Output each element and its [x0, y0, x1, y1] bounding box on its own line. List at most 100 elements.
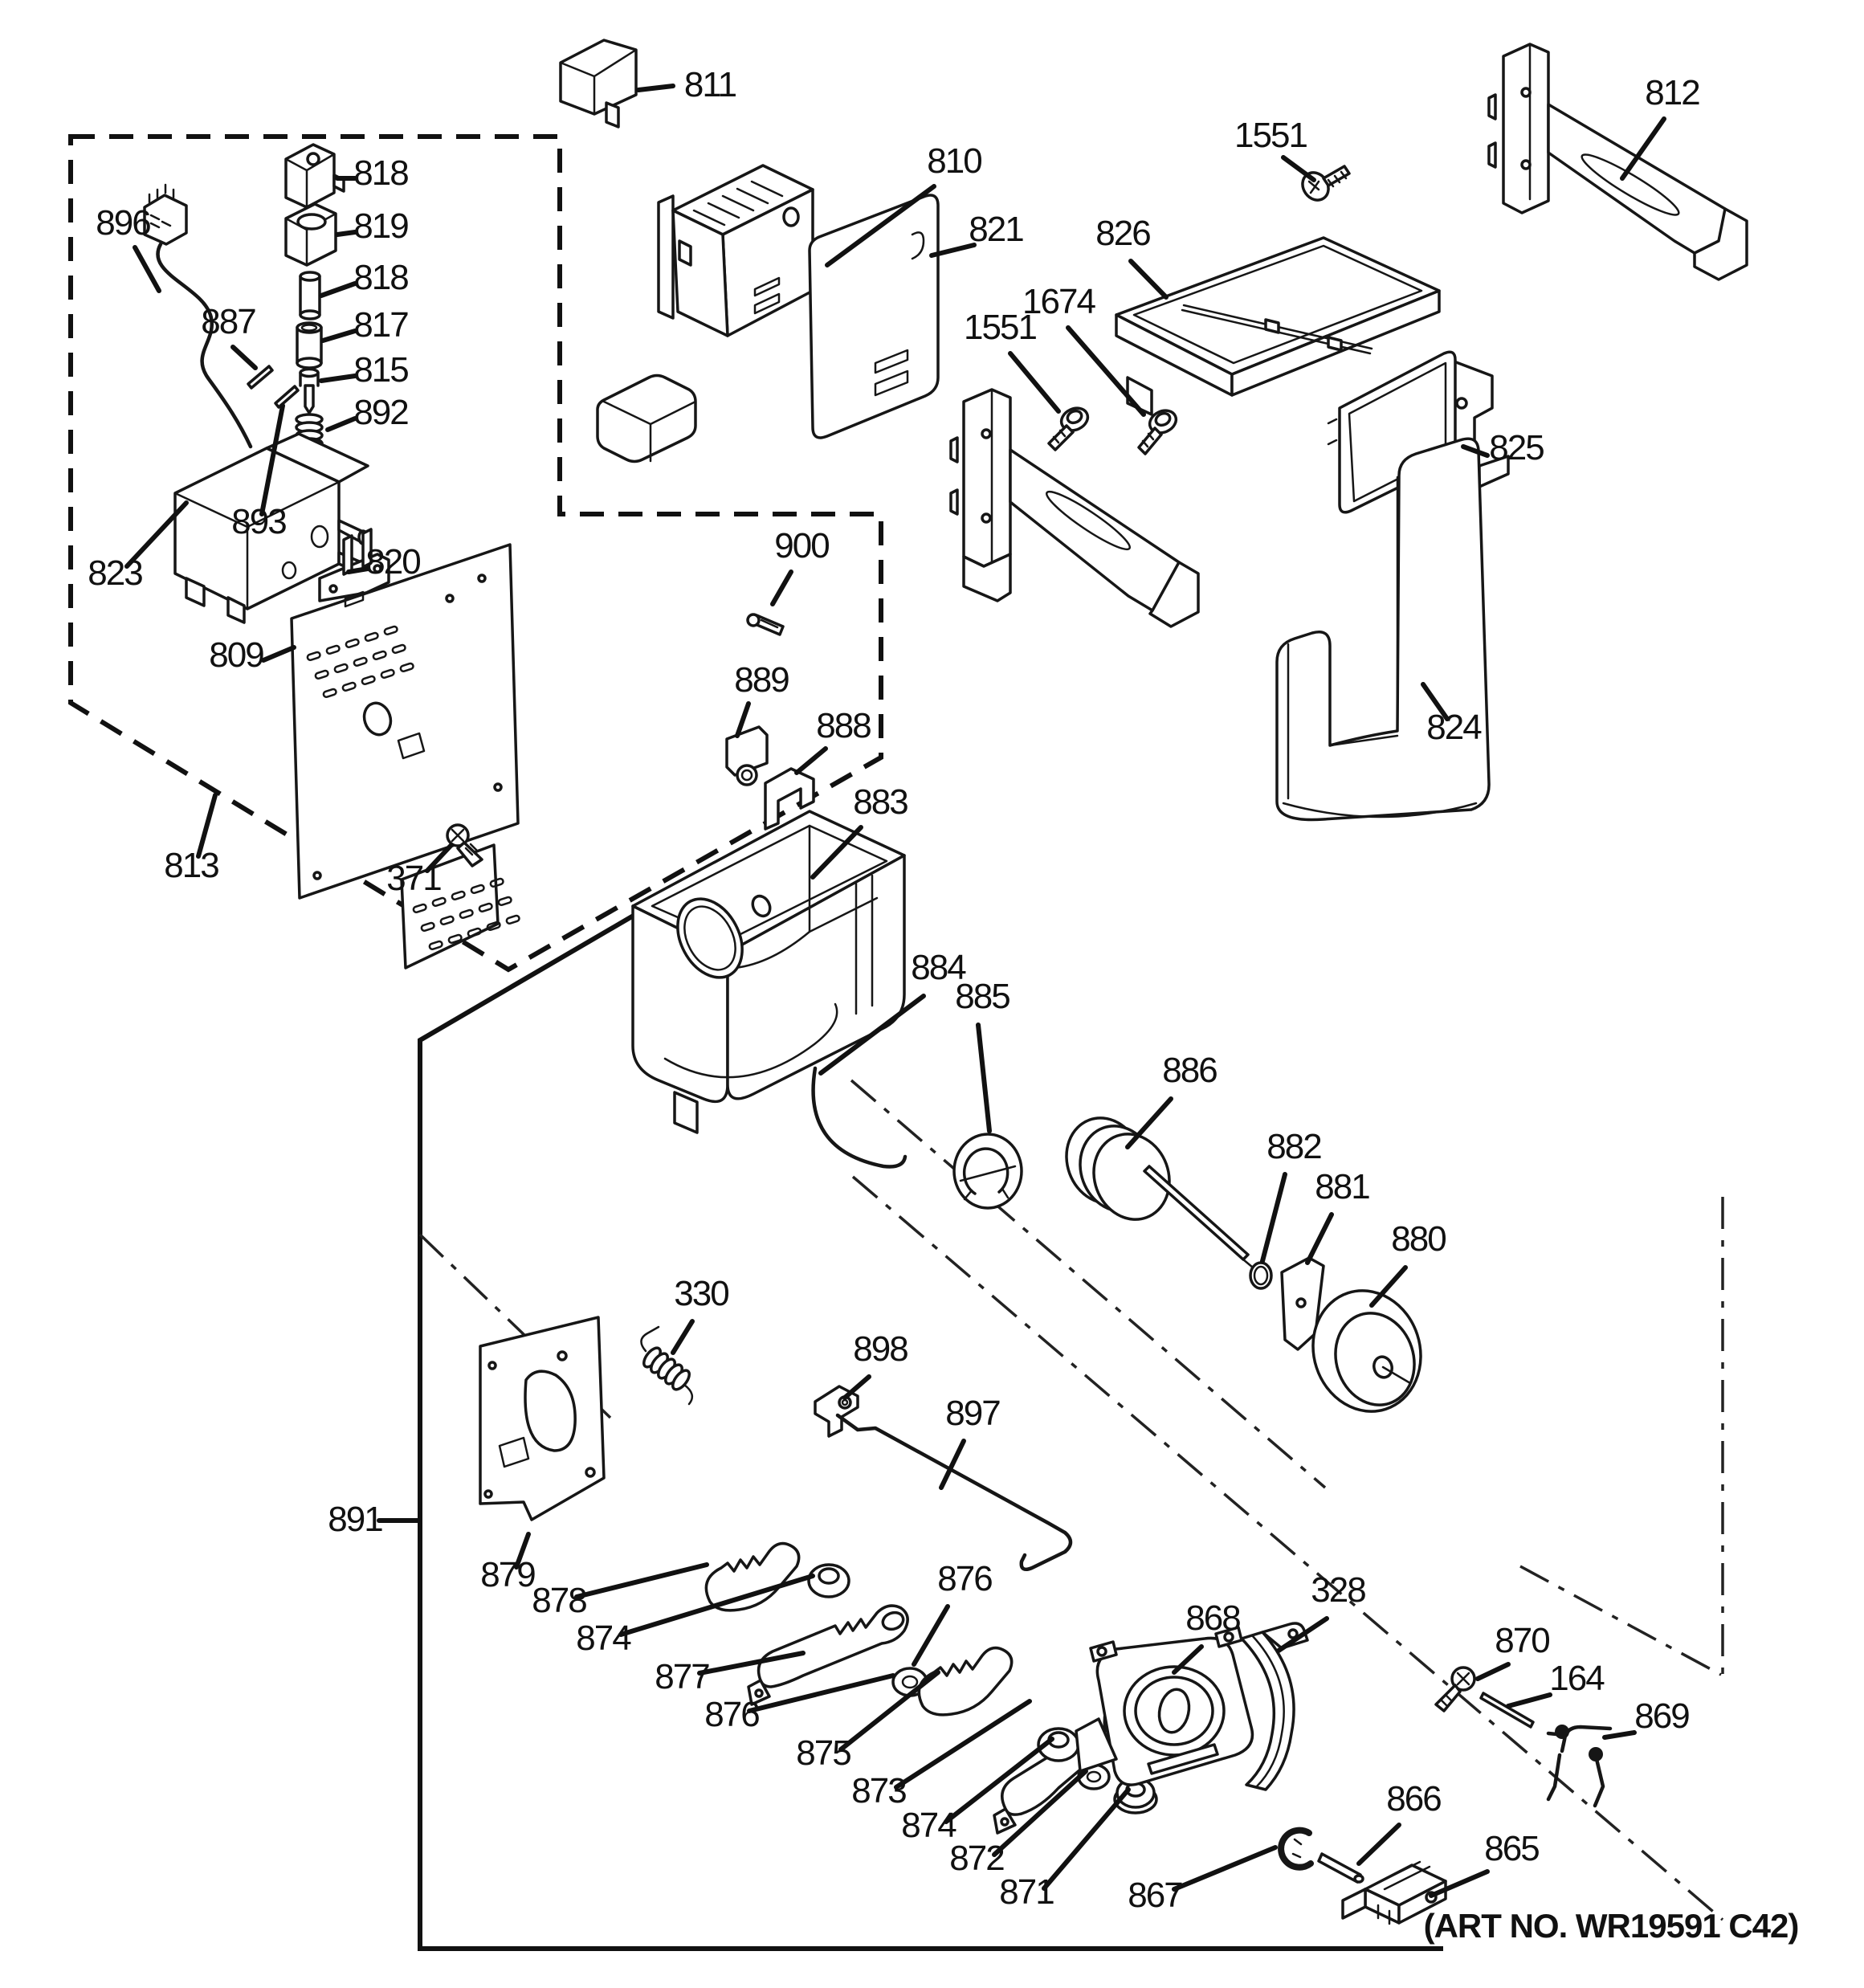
callout-869: 869	[1634, 1696, 1689, 1736]
part-811-bracket	[559, 39, 638, 129]
leader-line-876	[747, 1673, 895, 1713]
part-827-block	[596, 374, 697, 463]
part-818-sleeve	[299, 271, 321, 320]
leader-line-821	[929, 243, 977, 258]
callout-815: 815	[353, 350, 408, 390]
callout-884: 884	[911, 948, 966, 987]
part-1551-screw-mid	[1047, 406, 1090, 451]
leader-line-866	[1356, 1823, 1401, 1866]
axis-line-2	[851, 1175, 1724, 1921]
part-877-lever	[747, 1604, 909, 1706]
callout-888: 888	[816, 706, 871, 745]
callout-328: 328	[1311, 1570, 1365, 1610]
callout-823: 823	[88, 553, 142, 593]
part-885-ring	[952, 1133, 1023, 1210]
callout-875: 875	[796, 1733, 850, 1773]
leader-line-813	[196, 793, 218, 859]
perforation-slot	[314, 669, 329, 680]
part-868-housing	[1075, 1626, 1254, 1786]
callout-874: 874	[901, 1806, 956, 1845]
construction-lines	[68, 134, 1724, 1951]
callout-889: 889	[734, 660, 789, 700]
callout-870: 870	[1495, 1621, 1549, 1660]
leader-line-869	[1602, 1730, 1637, 1740]
leader-line-882	[1260, 1172, 1287, 1263]
callout-868: 868	[1185, 1598, 1240, 1638]
part-817-cylinder	[296, 321, 323, 369]
perforation-slot	[467, 927, 482, 937]
callout-897: 897	[945, 1394, 1000, 1433]
leader-line-888	[794, 746, 828, 775]
callout-824: 824	[1426, 708, 1482, 747]
leader-line-871	[1042, 1787, 1131, 1891]
perforation-slot	[439, 915, 455, 925]
part-882-oring	[1249, 1261, 1273, 1290]
leader-line-868	[1172, 1644, 1204, 1675]
leader-line-867	[1172, 1845, 1278, 1892]
callout-876: 876	[937, 1559, 992, 1598]
callout-873: 873	[851, 1771, 906, 1810]
leader-line-886	[1125, 1096, 1173, 1149]
leader-line-887	[230, 345, 258, 370]
callout-877: 877	[655, 1657, 709, 1696]
part-826-tray	[1115, 236, 1510, 488]
perforation-slot	[489, 877, 504, 888]
callout-818: 818	[353, 153, 408, 193]
perforation-slot	[505, 914, 520, 925]
leader-line-1551	[1281, 155, 1316, 182]
part-865-bracket	[1341, 1860, 1447, 1925]
leader-line-811	[636, 84, 675, 92]
part-809-plate	[290, 543, 520, 970]
leader-line-371	[425, 843, 454, 873]
solid-box-891	[418, 833, 1443, 1951]
callout-887: 887	[201, 302, 255, 341]
perforation-slot	[428, 940, 443, 950]
leader-line-892	[325, 416, 357, 432]
leader-line-883	[810, 825, 863, 880]
part-824-cover	[1275, 437, 1491, 822]
callout-813: 813	[164, 846, 218, 885]
leader-line-825	[1461, 444, 1490, 458]
perforation-slot	[447, 933, 463, 944]
part-883-bucket	[631, 810, 906, 1134]
callout-892: 892	[353, 393, 408, 432]
part-867-eclip	[1278, 1827, 1314, 1871]
leader-line-330	[671, 1319, 695, 1355]
leader-line-1551	[1008, 351, 1061, 414]
leader-line-900	[770, 569, 793, 606]
leader-line-870	[1475, 1662, 1511, 1681]
part-897-rod	[835, 1413, 1073, 1571]
leader-line-818	[319, 281, 357, 298]
axis-line-4	[1519, 1565, 1722, 1676]
perforation-slot	[391, 643, 406, 654]
callout-880: 880	[1391, 1219, 1446, 1259]
callout-821: 821	[969, 210, 1023, 249]
part-888-clip	[764, 767, 815, 831]
perforation-slot	[431, 896, 447, 907]
callout-866: 866	[1386, 1779, 1441, 1819]
callout-819: 819	[353, 206, 408, 246]
perforation-slot	[459, 908, 474, 919]
art-number: (ART NO. WR19591 C42)	[1424, 1907, 1799, 1945]
part-875-cam	[917, 1646, 1014, 1717]
callout-825: 825	[1489, 428, 1544, 467]
perforation-slot	[364, 631, 379, 642]
part-818-solenoid	[284, 143, 345, 209]
callout-900: 900	[774, 526, 829, 565]
part-874-bushing-upper	[807, 1563, 850, 1598]
part-866-pin	[1317, 1852, 1364, 1884]
perforation-slot	[497, 896, 512, 906]
perforation-slot	[486, 921, 501, 931]
part-900-pin	[746, 613, 785, 636]
leader-line-880	[1369, 1265, 1408, 1308]
leader-line-865	[1429, 1869, 1490, 1898]
leader-line-872	[992, 1769, 1088, 1857]
part-812-bracket-top	[1487, 43, 1748, 281]
part-812-bracket-mid	[949, 388, 1200, 628]
leader-line-874	[618, 1574, 815, 1637]
callout-809: 809	[209, 635, 263, 675]
callout-878: 878	[532, 1581, 586, 1620]
callout-1551: 1551	[1234, 116, 1307, 155]
perforation-slot	[478, 902, 493, 912]
